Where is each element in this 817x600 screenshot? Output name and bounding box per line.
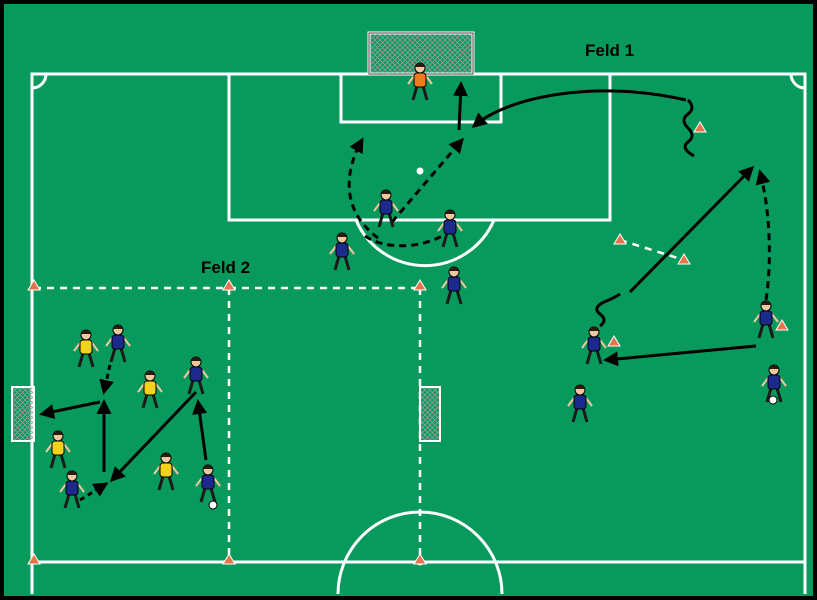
ball	[208, 500, 218, 510]
wall-pass-arrow	[192, 399, 208, 461]
player	[45, 430, 71, 469]
dribble-wave-low	[595, 292, 621, 328]
player	[195, 464, 221, 503]
overlap-run-arrow	[755, 169, 771, 301]
pitch	[4, 4, 813, 596]
player	[567, 384, 593, 423]
cone	[613, 233, 627, 245]
ball	[768, 395, 778, 405]
support-run-arrow	[99, 364, 114, 395]
goalkeeper	[407, 62, 433, 101]
run-arrow-bottom	[364, 234, 443, 248]
player	[153, 452, 179, 491]
dribble-wave-top	[682, 98, 695, 158]
mini-goal-left	[11, 386, 35, 442]
penalty-arc	[354, 219, 496, 268]
cones	[27, 121, 789, 565]
player	[329, 232, 355, 271]
long-pass-arrow	[628, 165, 755, 294]
cone	[27, 279, 41, 291]
cone	[693, 121, 707, 133]
cone	[677, 253, 691, 265]
corner-arc-left	[31, 73, 48, 90]
player	[73, 329, 99, 368]
penalty-spot	[416, 167, 424, 175]
player	[105, 324, 131, 363]
player	[761, 364, 787, 403]
cone-gate-line	[619, 238, 685, 262]
pass-to-mini-goal	[39, 400, 101, 419]
run-arrow-diagonal	[390, 137, 464, 223]
player	[137, 370, 163, 409]
cone	[413, 553, 427, 565]
cone	[222, 553, 236, 565]
cross-pass-arrow	[471, 89, 687, 128]
movement-arrows	[39, 81, 771, 502]
shot-arrow	[452, 81, 468, 131]
field1-label: Feld 1	[585, 41, 635, 60]
square-pass-arrow	[603, 344, 757, 367]
player	[373, 189, 399, 228]
corner-arc-right	[789, 73, 806, 90]
players	[45, 62, 787, 510]
diagonal-pass-arrow	[109, 390, 198, 483]
mini-goal-center	[419, 386, 441, 442]
player	[59, 470, 85, 509]
cone	[222, 279, 236, 291]
cone	[607, 335, 621, 347]
run-arrow-curved	[347, 137, 379, 240]
cone	[775, 319, 789, 331]
player	[441, 266, 467, 305]
field2-label: Feld 2	[201, 258, 251, 277]
player	[437, 209, 463, 248]
player	[183, 356, 209, 395]
cone	[27, 553, 41, 565]
player	[753, 300, 779, 339]
player	[581, 326, 607, 365]
cone	[413, 279, 427, 291]
